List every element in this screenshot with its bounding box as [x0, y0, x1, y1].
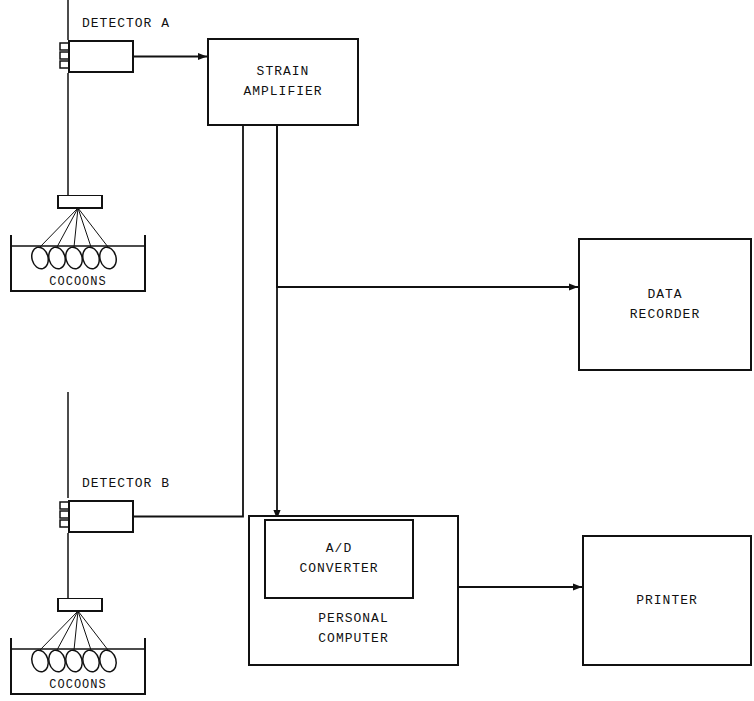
cocoon — [46, 648, 67, 673]
node-label: A/D CONVERTER — [289, 539, 389, 579]
signal-line — [276, 126, 278, 519]
silk-thread — [67, 73, 69, 195]
cocoon — [63, 648, 84, 673]
water-line — [11, 648, 145, 650]
silk-thread — [67, 0, 69, 40]
filament — [74, 611, 78, 650]
cocoon — [29, 648, 50, 673]
cocoon-basin: COCOONS — [10, 195, 146, 293]
silk-thread — [67, 392, 69, 498]
converter-box: A/D CONVERTER — [264, 519, 414, 599]
signal-line — [459, 586, 582, 588]
cocoon — [80, 245, 101, 270]
node-label: PRINTER — [636, 591, 698, 611]
cocoon — [46, 245, 67, 270]
recorder-box: DATA RECORDER — [578, 238, 752, 371]
cocoon — [63, 245, 84, 270]
amplifier-box: STRAIN AMPLIFIER — [207, 38, 359, 126]
cocoon — [97, 648, 118, 673]
basin-tub — [11, 638, 145, 694]
filament — [57, 208, 78, 247]
filament — [40, 208, 78, 247]
filament — [57, 611, 78, 650]
node-label: DETECTOR B — [82, 474, 170, 494]
filament — [78, 208, 91, 247]
detector: DETECTOR B — [68, 500, 134, 533]
basin-tub — [11, 235, 145, 291]
node-label: STRAIN AMPLIFIER — [233, 62, 333, 102]
cocoon — [29, 245, 50, 270]
cocoon — [80, 648, 101, 673]
node-label: PERSONAL COMPUTER — [304, 609, 404, 649]
filament — [78, 611, 91, 650]
node-label: COCOONS — [10, 275, 146, 289]
filament — [74, 208, 78, 247]
filament — [78, 611, 108, 650]
node-label: DETECTOR A — [82, 14, 170, 34]
printer-box: PRINTER — [582, 535, 752, 666]
signal-line — [134, 56, 207, 58]
reel — [58, 195, 102, 208]
node-label: COCOONS — [10, 678, 146, 692]
filament — [40, 611, 78, 650]
signal-line — [134, 82, 243, 517]
signal-line — [277, 126, 578, 287]
filament — [78, 208, 108, 247]
detector: DETECTOR A — [68, 40, 134, 73]
cocoon — [97, 245, 118, 270]
node-label: DATA RECORDER — [615, 285, 715, 325]
silk-thread — [67, 533, 69, 598]
cocoon-basin: COCOONS — [10, 598, 146, 696]
water-line — [11, 245, 145, 247]
reel — [58, 598, 102, 611]
computer-box: PERSONAL COMPUTER A/D CONVERTER — [248, 515, 459, 666]
